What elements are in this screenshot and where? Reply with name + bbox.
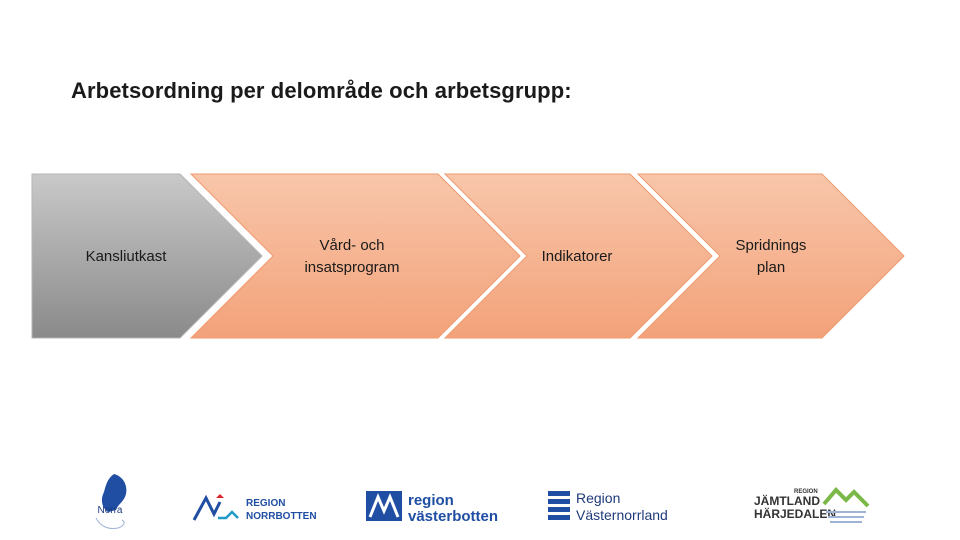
svg-text:Västernorrland: Västernorrland <box>576 507 668 523</box>
norra-logo: Norra <box>95 474 127 529</box>
svg-text:JÄMTLAND: JÄMTLAND <box>754 493 820 508</box>
step-shape-1 <box>31 173 263 339</box>
step-shape-2 <box>189 173 521 339</box>
svg-text:västerbotten: västerbotten <box>408 508 498 525</box>
step-shape-3 <box>443 173 713 339</box>
region-jamtland-harjedalen-logo: REGION JÄMTLAND HÄRJEDALEN <box>754 487 870 523</box>
svg-text:region: region <box>408 492 454 509</box>
svg-text:NORRBOTTEN: NORRBOTTEN <box>246 511 316 522</box>
region-vasterbotten-logo: region västerbotten <box>366 491 498 525</box>
region-vasternorrland-logo: Region Västernorrland <box>548 490 668 523</box>
svg-text:REGION: REGION <box>794 489 818 495</box>
svg-text:HÄRJEDALEN: HÄRJEDALEN <box>754 506 836 521</box>
step-label-spridningsplan: Spridnings plan <box>735 237 807 276</box>
step-shape-4 <box>636 173 905 339</box>
page-title: Arbetsordning per delområde och arbetsgr… <box>71 78 572 103</box>
step-label-vard-och-insatsprogram: Vård- och insatsprogram <box>304 237 400 276</box>
region-norrbotten-logo: REGION NORRBOTTEN <box>192 494 316 522</box>
svg-text:Norra: Norra <box>97 505 122 516</box>
svg-text:Region: Region <box>576 490 620 506</box>
step-label-kansliutkast: Kansliutkast <box>85 248 167 265</box>
step-label-indikatorer: Indikatorer <box>541 248 613 265</box>
svg-text:REGION: REGION <box>246 498 285 509</box>
